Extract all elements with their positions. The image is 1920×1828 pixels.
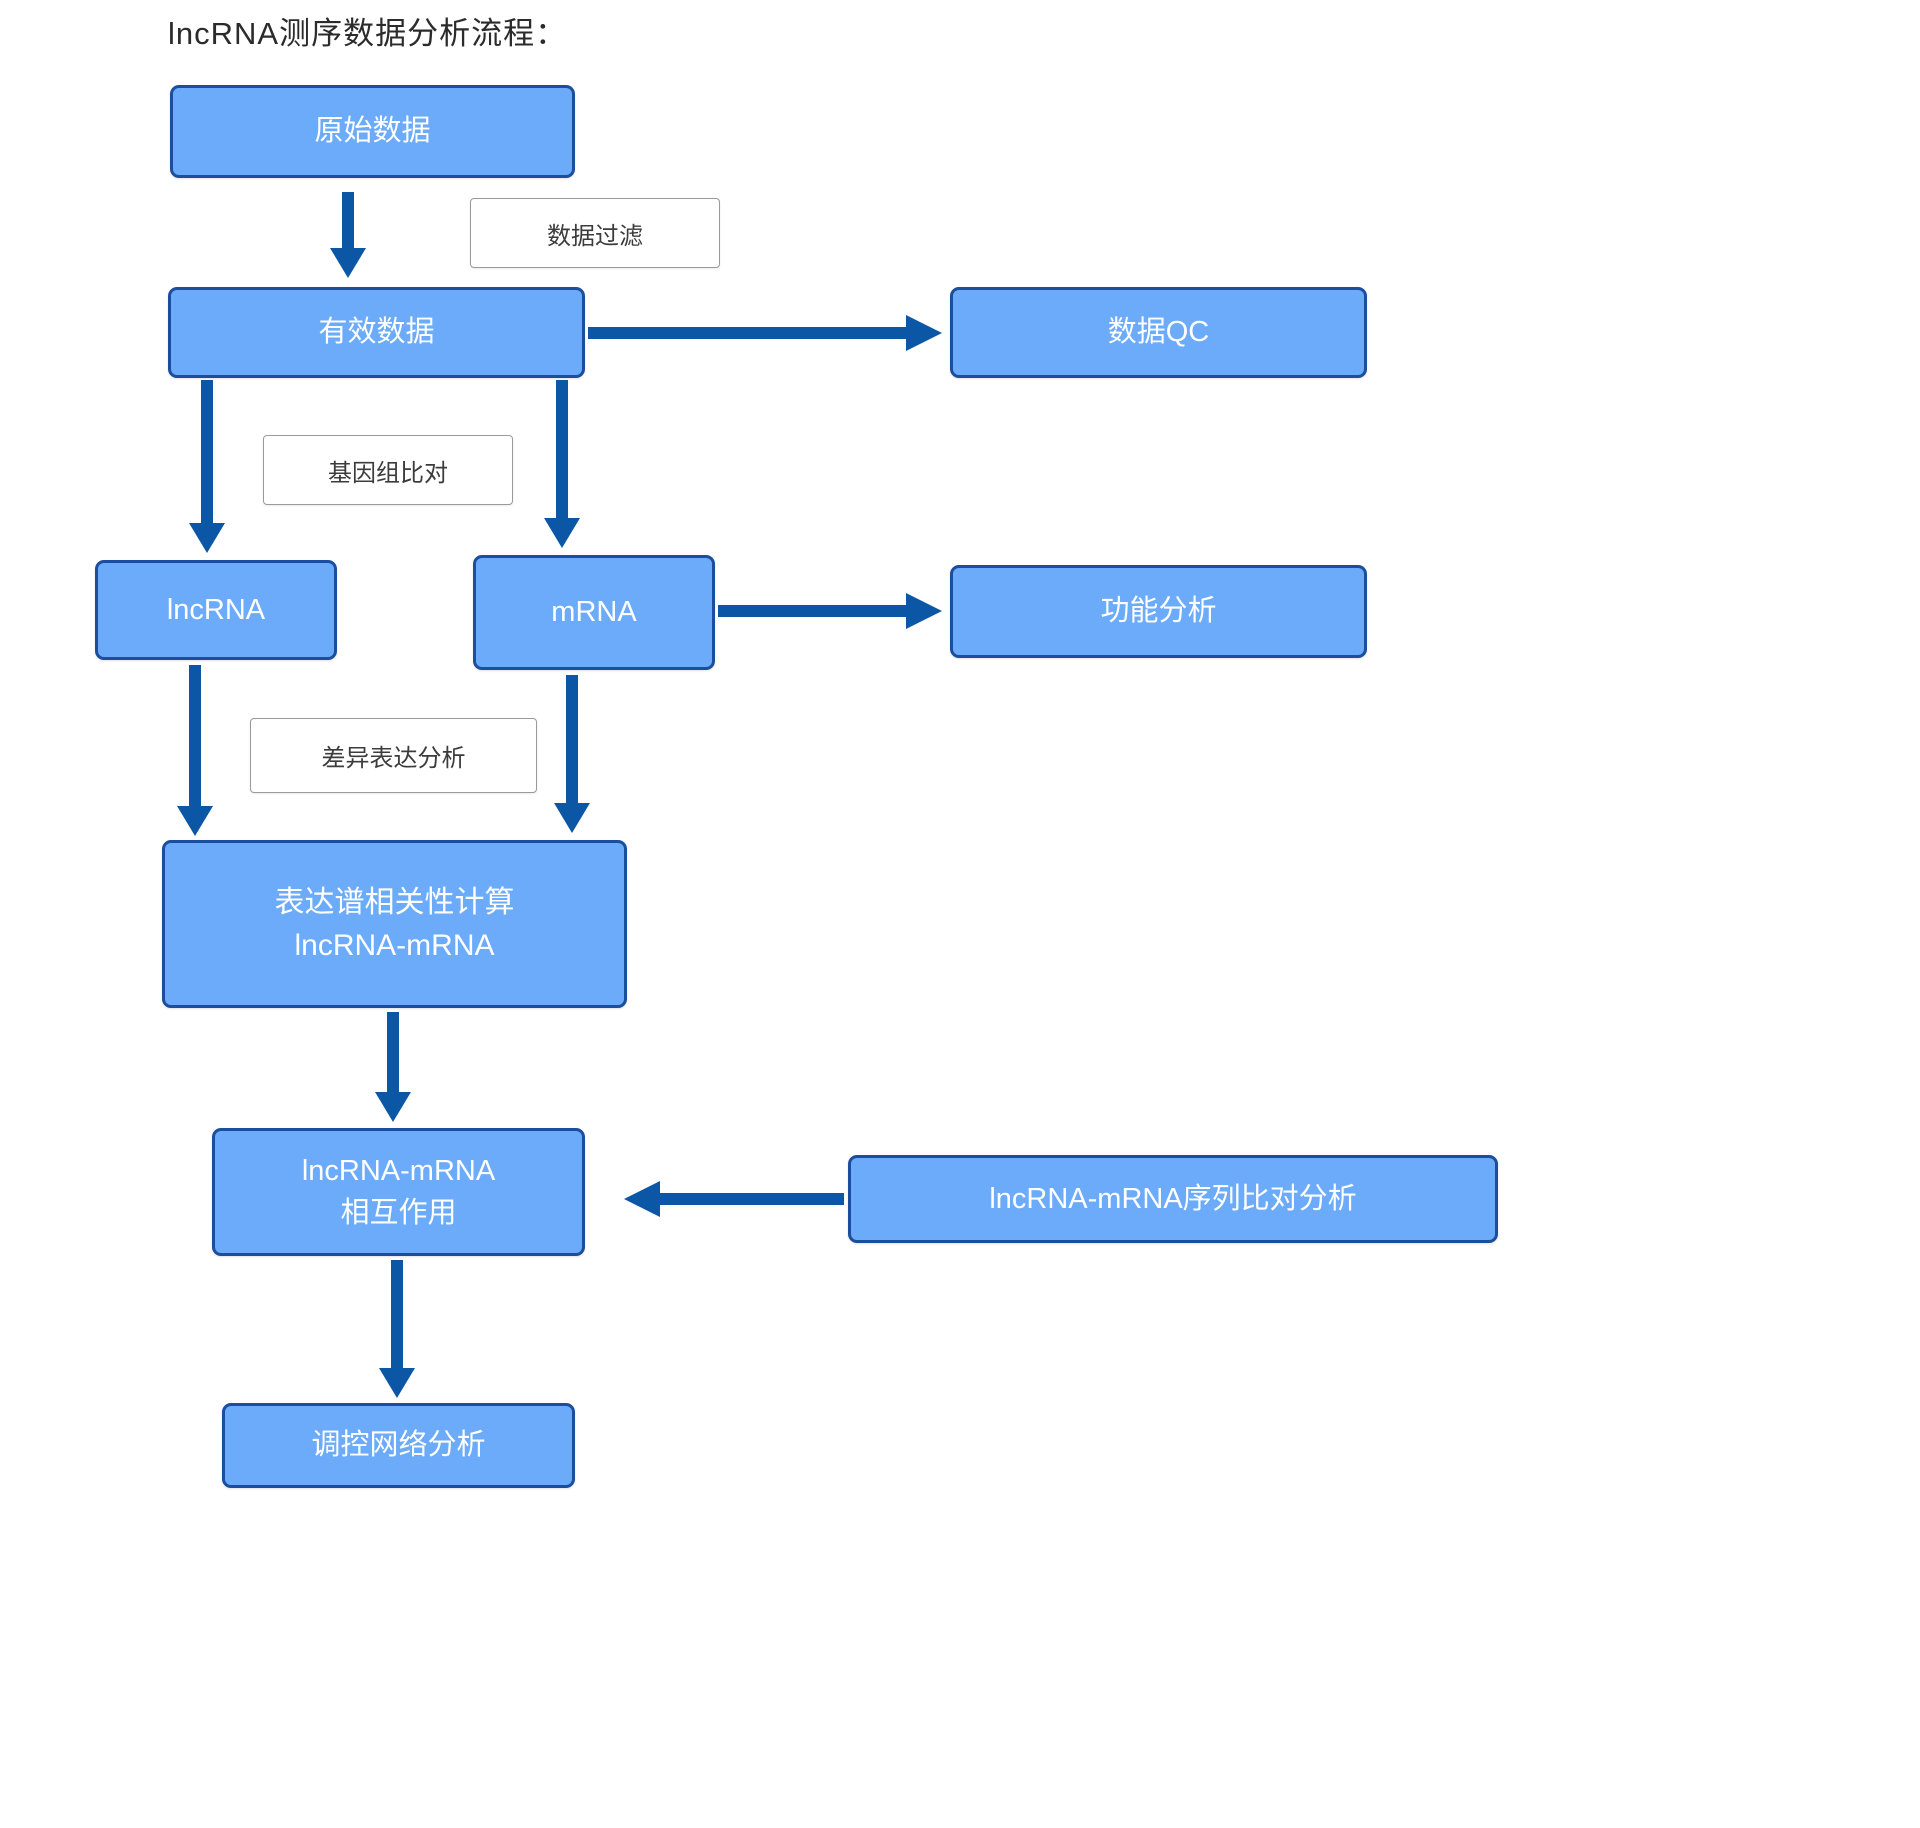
node-lncrna-label: lncRNA (166, 593, 266, 626)
label-data-filter: 数据过滤 (470, 198, 720, 268)
label-genome-alignment-text: 基因组比对 (328, 459, 448, 487)
arrow-shaft (387, 1012, 399, 1094)
arrow-head-down-icon (330, 248, 366, 278)
arrow-head-down-icon (177, 806, 213, 836)
node-network-label: 调控网络分析 (311, 1429, 486, 1462)
node-data-qc: 数据QC (950, 287, 1367, 378)
arrow-head-right-icon (906, 593, 942, 629)
label-genome-alignment: 基因组比对 (263, 435, 513, 505)
arrow-shaft (658, 1193, 844, 1205)
node-interaction-line2: 相互作用 (340, 1197, 457, 1229)
arrow-shaft (189, 665, 201, 808)
arrow-shaft (342, 192, 354, 250)
node-seq-alignment: lncRNA-mRNA序列比对分析 (848, 1155, 1498, 1243)
arrow-head-down-icon (189, 523, 225, 553)
arrow-head-down-icon (554, 803, 590, 833)
arrow-shaft (391, 1260, 403, 1370)
node-valid-data-label: 有效数据 (318, 316, 435, 349)
node-correlation: 表达谱相关性计算 lncRNA-mRNA (162, 840, 627, 1008)
node-lncrna: lncRNA (95, 560, 337, 660)
arrow-shaft (588, 327, 906, 339)
node-seq-alignment-label: lncRNA-mRNA序列比对分析 (989, 1182, 1357, 1215)
label-data-filter-text: 数据过滤 (547, 222, 643, 250)
arrow-head-down-icon (375, 1092, 411, 1122)
node-functional-analysis-label: 功能分析 (1100, 595, 1217, 628)
node-mrna: mRNA (473, 555, 715, 670)
node-interaction: lncRNA-mRNA 相互作用 (212, 1128, 585, 1256)
arrow-head-right-icon (906, 315, 942, 351)
arrow-shaft (566, 675, 578, 805)
node-raw-data-label: 原始数据 (314, 115, 431, 148)
label-diff-expression-text: 差异表达分析 (321, 745, 466, 772)
node-functional-analysis: 功能分析 (950, 565, 1367, 658)
node-correlation-line2: lncRNA-mRNA (294, 929, 495, 962)
node-correlation-line1: 表达谱相关性计算 (274, 885, 515, 919)
label-diff-expression: 差异表达分析 (250, 718, 537, 793)
arrow-shaft (201, 380, 213, 525)
arrow-head-left-icon (624, 1181, 660, 1217)
node-mrna-label: mRNA (551, 596, 637, 629)
arrow-shaft (556, 380, 568, 520)
arrow-shaft (718, 605, 908, 617)
diagram-title: lncRNA测序数据分析流程： (168, 16, 568, 51)
node-valid-data: 有效数据 (168, 287, 585, 378)
node-raw-data: 原始数据 (170, 85, 575, 178)
node-network: 调控网络分析 (222, 1403, 575, 1488)
node-interaction-line1: lncRNA-mRNA (301, 1154, 496, 1187)
arrow-head-down-icon (544, 518, 580, 548)
node-data-qc-label: 数据QC (1107, 316, 1210, 349)
arrow-head-down-icon (379, 1368, 415, 1398)
